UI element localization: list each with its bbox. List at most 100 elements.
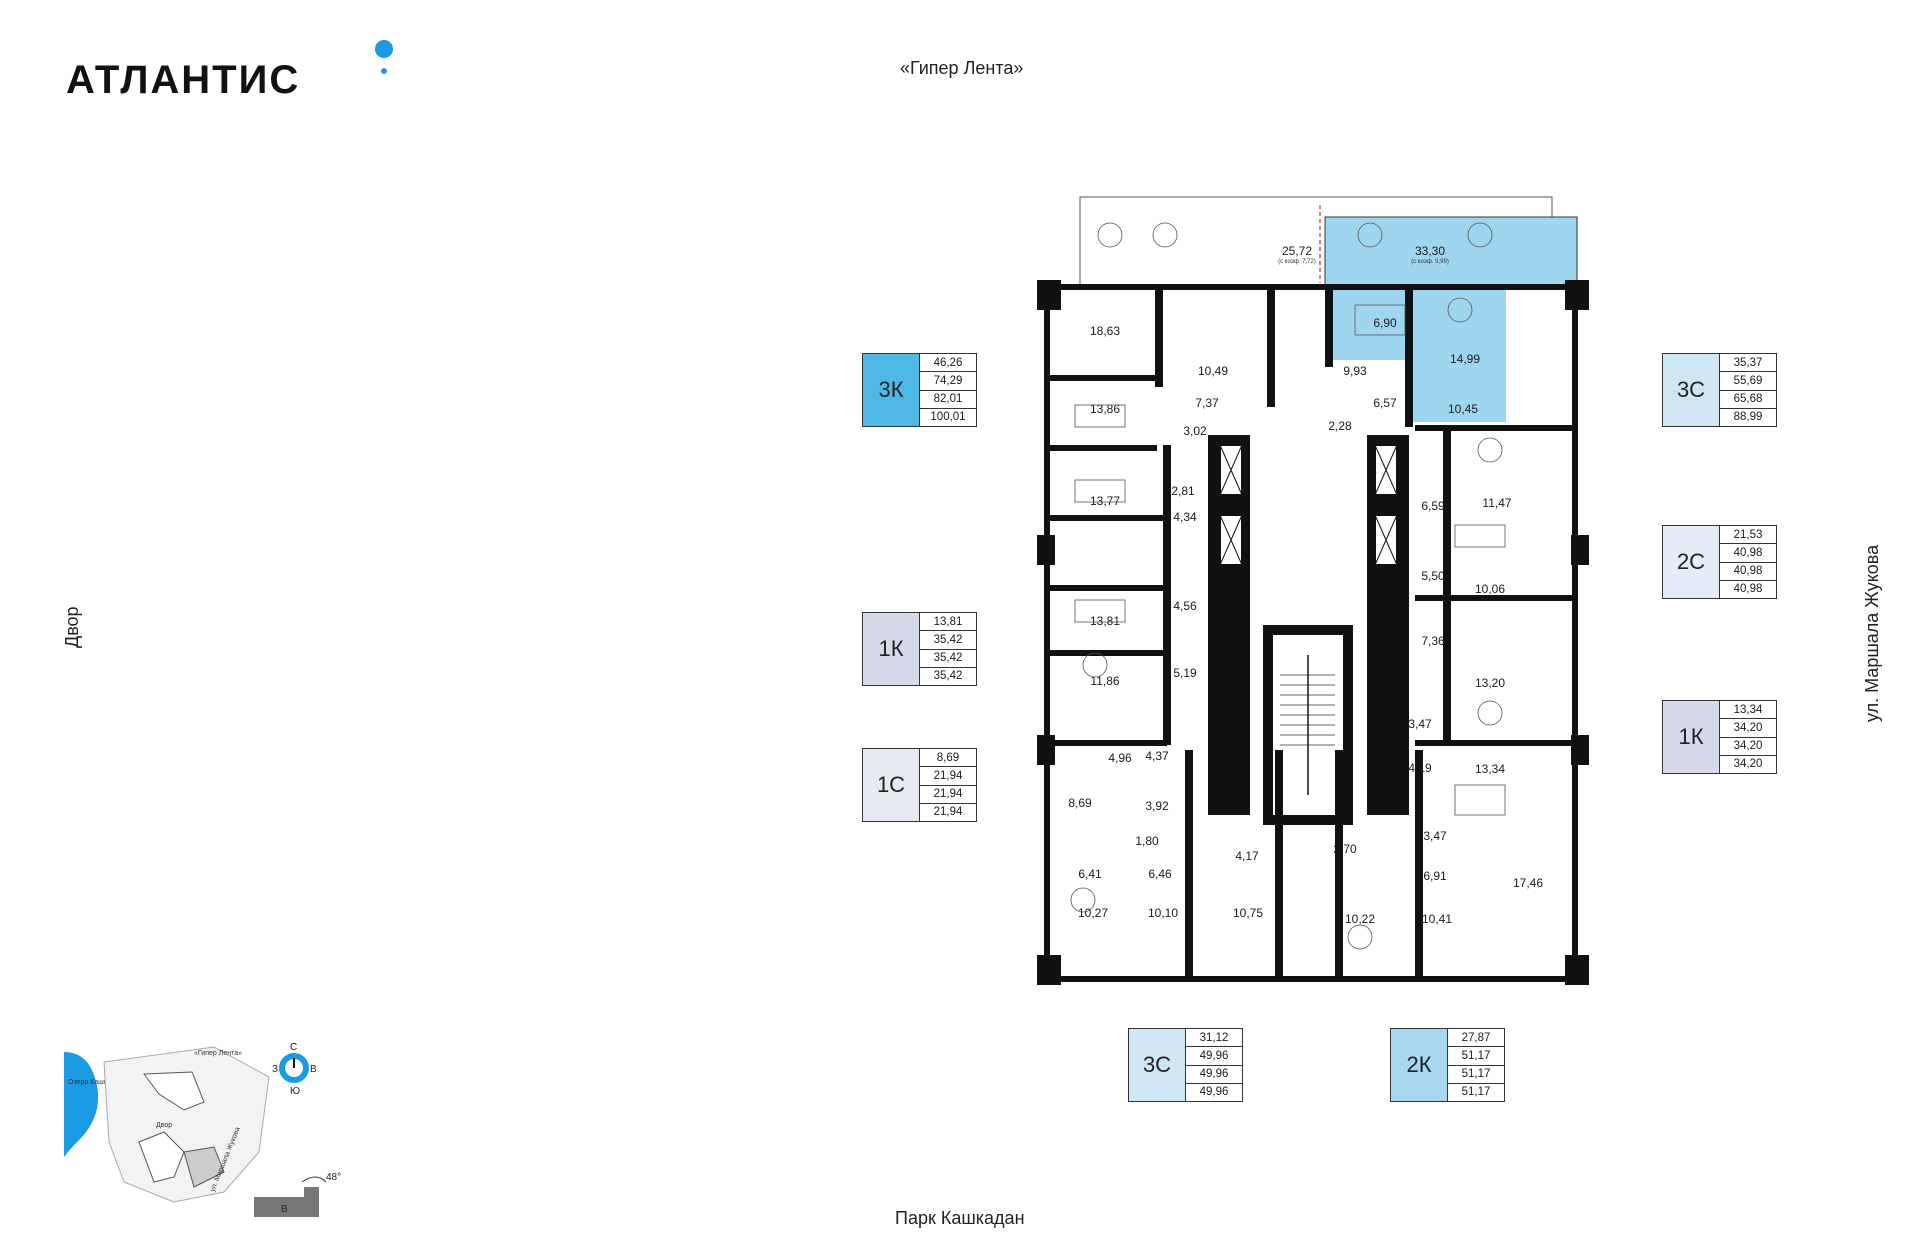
room-area: 2,81 — [1171, 484, 1195, 498]
room-area: 5,50 — [1421, 569, 1445, 583]
room-area: 10,45 — [1448, 402, 1478, 416]
room-area: 10,49 — [1198, 364, 1228, 378]
legend-value: 49,96 — [1186, 1047, 1242, 1066]
building-block — [143, 1071, 205, 1111]
apartment-legend-3c-top[interactable]: 3С 35,37 55,69 65,68 88,99 — [1662, 353, 1777, 427]
room-area: 11,47 — [1482, 496, 1511, 510]
apartment-legend-1c[interactable]: 1С 8,69 21,94 21,94 21,94 — [862, 748, 977, 822]
location-minimap: Озеро Кашкадан «Гипер Лента» Двор ул. Ма… — [64, 1042, 341, 1217]
legend-value: 35,37 — [1720, 354, 1776, 373]
minimap-yard-label: Двор — [156, 1122, 172, 1129]
room-area: 10,41 — [1422, 912, 1452, 926]
district-area — [103, 1046, 270, 1203]
room-area: 2,70 — [1333, 842, 1357, 856]
room-area: 1,80 — [1135, 834, 1159, 848]
floor-plan[interactable]: 25,72 (с коэф. 7,72) 33,30 (с коэф. 9,99… — [1035, 195, 1595, 985]
area-terrace-left: 25,72 — [1282, 244, 1312, 258]
legend-code: 1С — [863, 749, 920, 821]
wall-pillar — [1037, 735, 1055, 765]
street-label-left: Двор — [62, 606, 82, 648]
legend-value: 40,98 — [1733, 583, 1763, 596]
room-area: 5,19 — [1173, 666, 1197, 680]
legend-value: 46,26 — [920, 354, 976, 373]
room-area: 3,47 — [1423, 829, 1447, 843]
room-area: 4,34 — [1173, 510, 1197, 524]
brand-logo: АТЛАНТИС — [66, 58, 301, 102]
room-area: 3,92 — [1145, 799, 1169, 813]
room-area: 10,22 — [1345, 912, 1375, 926]
legend-value: 82,01 — [920, 391, 976, 409]
room-area: 17,46 — [1513, 876, 1543, 890]
lake-shape — [64, 1052, 99, 1157]
apartment-legend-3c-bottom[interactable]: 3С 31,12 49,96 49,96 49,96 — [1128, 1028, 1243, 1102]
building-highlight — [183, 1146, 225, 1188]
room-area: 4,19 — [1408, 761, 1432, 775]
area-terrace-right-note: (с коэф. 9,99) — [1411, 259, 1449, 265]
legend-value: 21,94 — [920, 767, 976, 786]
core-wall-right — [1367, 435, 1409, 815]
apartment-legend-3k[interactable]: 3К 46,26 74,29 82,01 100,01 — [862, 353, 977, 427]
rotation-arc-icon — [301, 1176, 327, 1183]
room-area: 10,10 — [1148, 906, 1178, 920]
room-area: 2,28 — [1328, 419, 1352, 433]
compass-east: В — [310, 1064, 317, 1075]
street-label-right: ул. Маршала Жукова — [1862, 544, 1882, 722]
outer-wall — [1044, 284, 1578, 982]
legend-value: 13,34 — [1720, 701, 1776, 720]
compass-north: С — [290, 1042, 297, 1053]
logo-dot-icon — [375, 40, 393, 58]
room-area: 18,63 — [1090, 324, 1120, 338]
apartment-3c-highlight-b[interactable] — [1407, 360, 1506, 422]
room-area: 9,93 — [1343, 364, 1367, 378]
apartment-legend-1k[interactable]: 1К 13,81 35,42 35,42 35,42 — [862, 612, 977, 686]
room-area: 6,90 — [1373, 316, 1397, 330]
legend-value: 49,96 — [1199, 1086, 1229, 1099]
room-area: 4,37 — [1145, 749, 1169, 763]
legend-value: 8,69 — [920, 749, 976, 768]
legend-value: 35,42 — [920, 631, 976, 650]
apartment-legend-2k[interactable]: 2К 27,87 51,17 51,17 51,17 — [1390, 1028, 1505, 1102]
section-label: В — [281, 1204, 288, 1215]
room-area: 10,27 — [1078, 906, 1108, 920]
apartment-legend-1k-right[interactable]: 1К 13,34 34,20 34,20 34,20 — [1662, 700, 1777, 774]
wall-pillar — [1037, 280, 1061, 310]
room-area: 8,69 — [1068, 796, 1092, 810]
section-block-icon — [254, 1187, 319, 1217]
legend-value: 35,42 — [920, 650, 976, 668]
compass-icon — [279, 1053, 309, 1083]
room-area: 4,56 — [1173, 599, 1197, 613]
legend-value: 51,17 — [1461, 1086, 1491, 1099]
elevator-cross — [1219, 514, 1243, 566]
wall-pillar — [1571, 535, 1589, 565]
room-area: 7,37 — [1195, 396, 1219, 410]
compass-south: Ю — [290, 1086, 300, 1097]
room-area: 11,86 — [1090, 674, 1119, 688]
legend-value: 31,12 — [1186, 1029, 1242, 1048]
furniture — [1070, 222, 1506, 950]
room-area: 13,86 — [1090, 402, 1120, 416]
legend-value: 49,96 — [1186, 1066, 1242, 1084]
legend-value: 27,87 — [1448, 1029, 1504, 1048]
room-area: 6,59 — [1421, 499, 1445, 513]
room-area: 4,17 — [1235, 849, 1259, 863]
elevator-cross — [1219, 444, 1243, 496]
terrace-right-highlight[interactable] — [1324, 216, 1578, 286]
legend-value: 74,29 — [920, 372, 976, 391]
room-area: 3,47 — [1408, 717, 1432, 731]
building-block — [138, 1131, 185, 1183]
legend-value: 13,81 — [920, 613, 976, 632]
apartment-legend-2c[interactable]: 2С 21,53 40,98 40,98 40,98 — [1662, 525, 1777, 599]
legend-code: 3К — [863, 354, 920, 426]
room-area: 6,41 — [1078, 867, 1102, 881]
room-area: 13,20 — [1475, 676, 1505, 690]
legend-value: 35,42 — [933, 670, 963, 683]
room-area: 14,99 — [1450, 352, 1480, 366]
room-area: 6,46 — [1148, 867, 1172, 881]
legend-value: 88,99 — [1733, 411, 1763, 424]
apartment-3c-highlight-a[interactable] — [1331, 285, 1506, 360]
compass-west: З — [272, 1064, 278, 1075]
legend-code: 3С — [1663, 354, 1720, 426]
area-terrace-right: 33,30 — [1415, 244, 1445, 258]
stair-steps — [1280, 674, 1335, 746]
wall-pillar — [1037, 535, 1055, 565]
